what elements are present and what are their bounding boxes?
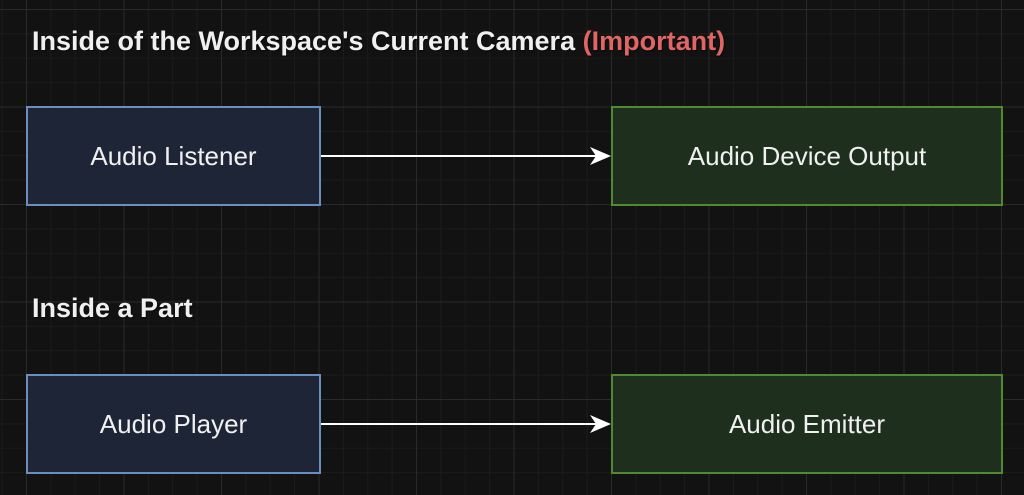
edge-player-to-emitter[interactable] bbox=[321, 415, 611, 433]
heading-text: Inside a Part bbox=[32, 293, 193, 323]
heading-text: Inside of the Workspace's Current Camera bbox=[32, 26, 576, 56]
node-label: Audio Listener bbox=[90, 140, 257, 171]
edge-listener-to-device-output[interactable] bbox=[321, 147, 611, 165]
node-audio-listener[interactable]: Audio Listener bbox=[26, 106, 321, 206]
node-label: Audio Emitter bbox=[728, 408, 886, 439]
node-audio-emitter[interactable]: Audio Emitter bbox=[611, 374, 1003, 474]
important-note: (Important) bbox=[582, 26, 726, 56]
section-heading-camera: Inside of the Workspace's Current Camera… bbox=[32, 26, 725, 57]
node-audio-player[interactable]: Audio Player bbox=[26, 374, 321, 474]
node-audio-device-output[interactable]: Audio Device Output bbox=[611, 106, 1003, 206]
node-label: Audio Device Output bbox=[687, 140, 927, 171]
arrowhead-icon bbox=[590, 147, 611, 165]
section-heading-part: Inside a Part bbox=[32, 293, 193, 324]
node-label: Audio Player bbox=[99, 408, 248, 439]
arrowhead-icon bbox=[590, 415, 611, 433]
